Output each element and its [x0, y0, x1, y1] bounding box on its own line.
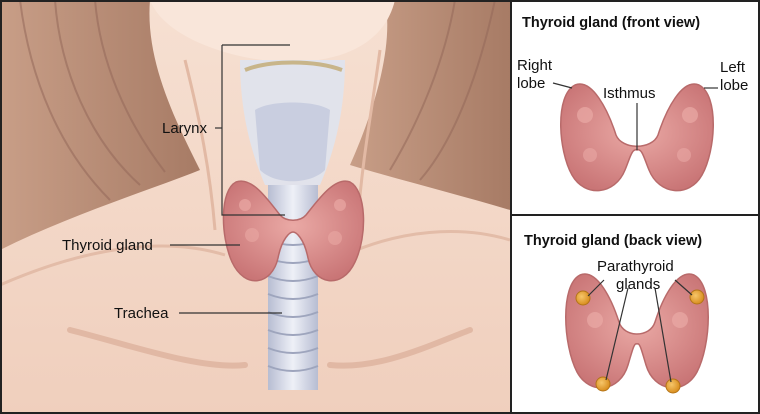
right-lobe-label-line1: Right — [517, 57, 553, 74]
main-illustration: Larynx Thyroid gland Trachea — [0, 0, 510, 414]
label-larynx: Larynx — [162, 120, 208, 137]
label-trachea: Trachea — [114, 305, 169, 322]
front-view-title: Thyroid gland (front view) — [522, 15, 700, 31]
left-lobe-label-line1: Left — [720, 59, 746, 76]
side-panel: Thyroid gland (front view) Right lobe Le… — [510, 0, 760, 414]
isthmus-label: Isthmus — [603, 85, 656, 102]
label-thyroid-gland: Thyroid gland — [62, 237, 153, 254]
parathyroid-lower-left — [666, 379, 680, 393]
parathyroid-label-line2: glands — [616, 276, 660, 293]
left-lobe-label-line2: lobe — [720, 77, 748, 94]
right-lobe-label-line2: lobe — [517, 75, 545, 92]
parathyroid-upper-right — [576, 291, 590, 305]
back-view-title: Thyroid gland (back view) — [524, 233, 702, 249]
parathyroid-lower-right — [596, 377, 610, 391]
parathyroid-label-line1: Parathyroid — [597, 258, 674, 275]
parathyroid-upper-left — [690, 290, 704, 304]
